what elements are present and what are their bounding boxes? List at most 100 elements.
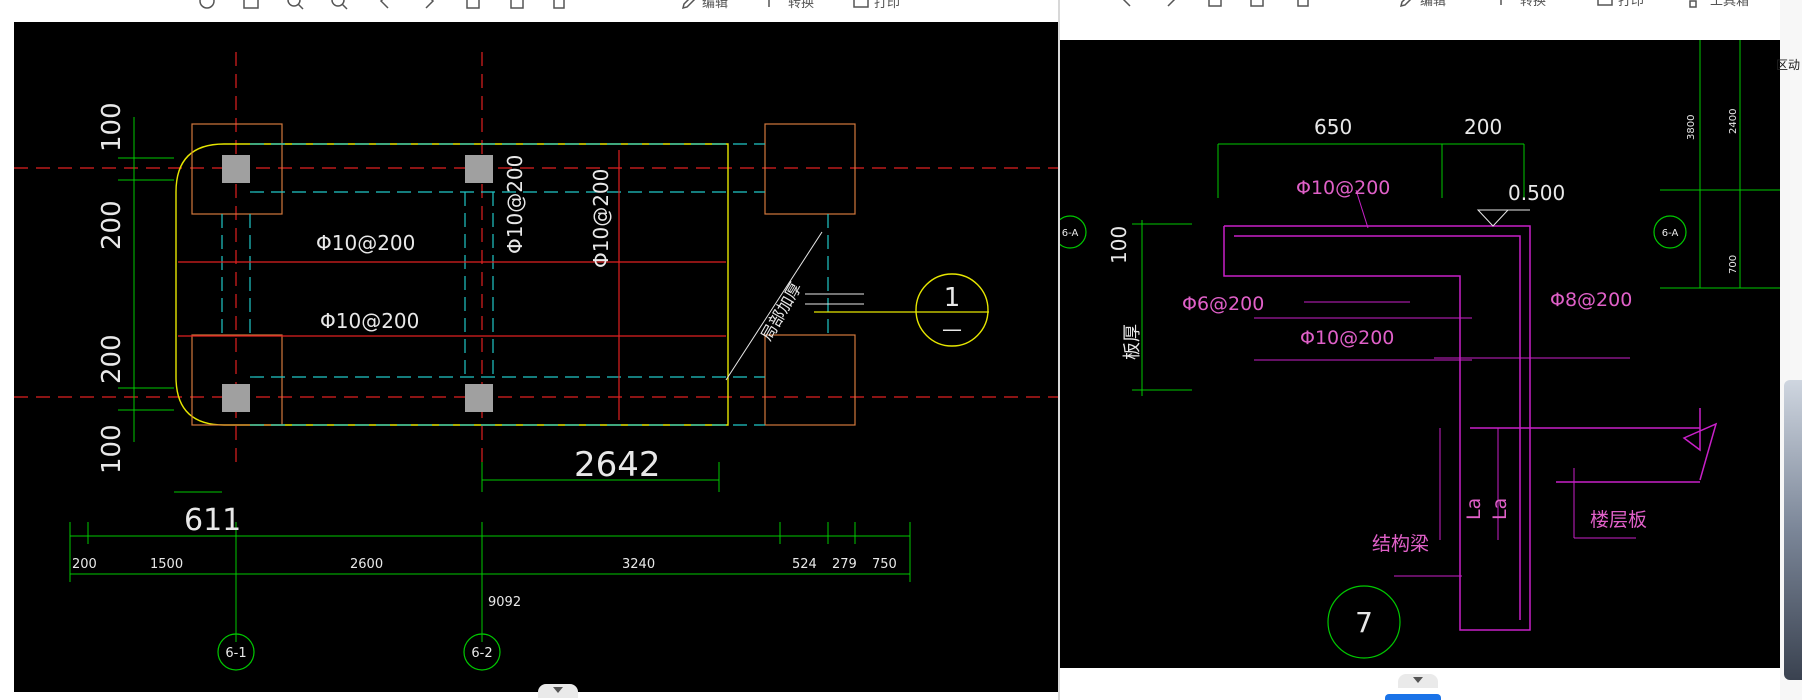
convert-icon [768, 0, 770, 7]
dim-text: 100 [97, 424, 127, 474]
detail-texts: 650 200 0.500 100 [1107, 115, 1565, 264]
printer-icon [1597, 0, 1613, 6]
detail-right-dims: 3800 2400 700 [1686, 109, 1739, 274]
chevron-down-icon [553, 687, 563, 693]
print-button[interactable]: 打印 [852, 0, 900, 11]
right-scroll-handle[interactable] [1398, 674, 1438, 688]
dim-200: 200 [1464, 115, 1502, 139]
detail-axis-labels: 6-A 6-A [1062, 228, 1679, 239]
detail-dimension-lines [1132, 40, 1780, 396]
convert-label: 转换 [788, 0, 815, 10]
rebar-text: Φ10@200 [589, 169, 613, 268]
edit-button[interactable]: 编辑 [680, 0, 728, 11]
section-mark-number: 1 [944, 283, 961, 313]
fit-icon [243, 0, 259, 9]
active-tab-indicator[interactable] [1385, 694, 1441, 700]
bottom-dim-text: 750 [872, 557, 897, 572]
chevron-left-icon [1122, 0, 1131, 7]
prev-button[interactable] [376, 0, 394, 10]
bottom-dim-text: 524 [792, 557, 817, 572]
left-scroll-handle[interactable] [538, 684, 578, 698]
right-print-label: 打印 [1618, 0, 1645, 8]
detail-rebar-texts: Φ10@200 Φ6@200 Φ8@200 Φ10@200 La La 楼层板 … [1182, 177, 1647, 555]
rebar-texts: Φ10@200 Φ10@200 Φ10@200 Φ10@200 [316, 155, 613, 333]
axis-lines [14, 52, 1058, 462]
dim-text: 200 [97, 200, 127, 250]
right-convert-button[interactable]: 转换 [1498, 0, 1546, 9]
slope-label: 局部加厚 [757, 279, 805, 344]
rotate-button[interactable] [198, 0, 216, 10]
pile-caps [191, 123, 856, 426]
toolbox-icon [1689, 0, 1697, 8]
copy-button[interactable] [464, 0, 482, 10]
right-dim-text: 2400 [1728, 109, 1739, 134]
left-drawing-canvas[interactable]: 100 200 200 100 Φ10@200 Φ10@200 Φ10@200 … [14, 22, 1058, 692]
right-delete-button[interactable] [1294, 0, 1312, 8]
detail-rebar-lines [1254, 189, 1636, 577]
chevron-down-icon [1413, 677, 1423, 683]
edit-icon [681, 0, 695, 9]
edit-label: 编辑 [702, 0, 729, 10]
dim-100: 100 [1107, 226, 1131, 264]
zoom-in-button[interactable] [286, 0, 304, 10]
right-export-button[interactable] [1248, 0, 1266, 8]
side-label: 板厚 [1122, 324, 1143, 360]
chevron-right-icon [1167, 0, 1176, 7]
right-convert-label: 转换 [1520, 0, 1547, 8]
columns [222, 155, 493, 412]
convert-button[interactable]: 转换 [766, 0, 814, 11]
bottom-dim-text: 1500 [150, 557, 183, 572]
right-next-button[interactable] [1162, 0, 1180, 8]
right-copy-button[interactable] [1206, 0, 1224, 8]
bottom-dim-text: 200 [72, 557, 97, 572]
delete-button[interactable] [550, 0, 568, 10]
section-mark-circle [915, 273, 989, 347]
total-dim-text: 9092 [488, 595, 521, 610]
rebar-phi8-text: Φ8@200 [1550, 289, 1632, 311]
rebar-text: Φ10@200 [316, 231, 415, 255]
right-print-button[interactable]: 打印 [1596, 0, 1644, 9]
right-edit-button[interactable]: 编辑 [1398, 0, 1446, 9]
right-dim-text: 700 [1728, 255, 1739, 274]
zoom-out-button[interactable] [330, 0, 348, 10]
bottom-dims: 200 1500 2600 3240 524 279 750 9092 [72, 557, 897, 610]
chevron-left-icon [379, 0, 389, 9]
side-thumbnail[interactable] [1784, 380, 1802, 680]
bottom-dim-text: 3240 [622, 557, 655, 572]
beam-lines [221, 143, 829, 426]
axis-label: 6-A [1662, 228, 1679, 239]
next-button[interactable] [420, 0, 438, 10]
right-dim-text: 3800 [1686, 115, 1697, 140]
detail-mark-text: 7 [1355, 606, 1373, 639]
printer-icon [853, 0, 869, 8]
rebar-top-text: Φ10@200 [1296, 177, 1390, 199]
trash-icon [553, 0, 565, 9]
copy-icon [1208, 0, 1222, 7]
edit-icon [1399, 0, 1411, 7]
la-text: La [1463, 498, 1485, 520]
side-panel-label[interactable]: 区动 [1776, 58, 1801, 72]
right-drawing-canvas[interactable]: 650 200 0.500 100 Φ10@200 Φ6@200 Φ8@200 … [1060, 40, 1780, 668]
zoom-out-icon [331, 0, 348, 10]
axis-labels: 6-1 6-2 [225, 646, 492, 661]
rebar-phi6-text: Φ6@200 [1182, 293, 1264, 315]
right-prev-button[interactable] [1118, 0, 1136, 8]
toolbox-button[interactable]: 工具箱 [1688, 0, 1749, 9]
export-icon [1250, 0, 1264, 7]
chevron-right-icon [425, 0, 435, 9]
rebar-lines [178, 150, 726, 420]
pane-divider[interactable] [1058, 0, 1060, 700]
section-mark-sub: — [942, 317, 962, 341]
copy-icon [466, 0, 480, 9]
export-button[interactable] [508, 0, 526, 10]
left-toolbar: 编辑 转换 打印 [0, 0, 1058, 22]
detail-axis-bubbles [1060, 215, 1687, 659]
dim-text: 100 [97, 102, 127, 152]
section-detail-drawing: 650 200 0.500 100 Φ10@200 Φ6@200 Φ8@200 … [1060, 40, 1780, 659]
print-label: 打印 [874, 0, 901, 10]
fit-button[interactable] [242, 0, 260, 10]
axis-bubbles [217, 633, 501, 671]
l-beam-outline [1223, 225, 1718, 631]
beam-label: 结构梁 [1372, 533, 1429, 555]
rebar-text: Φ10@200 [320, 309, 419, 333]
